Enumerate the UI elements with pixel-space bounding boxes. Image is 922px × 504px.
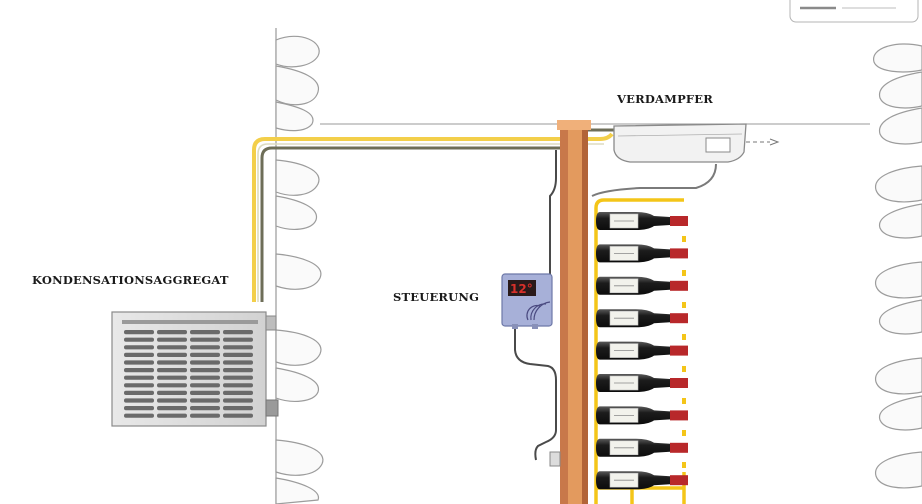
refrigerant-pipe-yellow xyxy=(252,132,614,302)
condenser-fin xyxy=(157,390,187,395)
condenser-fin xyxy=(157,375,187,380)
condenser-fin xyxy=(223,413,253,418)
condenser-fin xyxy=(124,383,154,388)
condenser-fin xyxy=(223,337,253,342)
condenser-fin xyxy=(223,330,253,335)
condenser-fin xyxy=(157,337,187,342)
legend-box xyxy=(789,0,919,23)
wine-bottle xyxy=(596,276,688,295)
condenser-fin xyxy=(190,360,220,365)
controller-display: 12° xyxy=(510,282,533,296)
left-stone-wall xyxy=(275,35,324,504)
wine-bottle xyxy=(596,374,688,392)
condenser-fin xyxy=(157,368,187,373)
condensing-unit-fins xyxy=(124,330,253,418)
condenser-fin xyxy=(190,406,220,411)
condenser-fin xyxy=(157,406,187,411)
sensor-connector xyxy=(549,451,561,467)
wine-bottle xyxy=(596,244,688,263)
condenser-fin xyxy=(124,375,154,380)
condenser-fin xyxy=(223,345,253,350)
condenser-fin xyxy=(124,390,154,395)
wine-bottle xyxy=(596,406,688,425)
controller-unit: 12° xyxy=(501,273,553,329)
condenser-fin xyxy=(223,375,253,380)
condenser-fin xyxy=(124,345,154,350)
condenser-fin xyxy=(157,360,187,365)
condenser-fin xyxy=(190,345,220,350)
condenser-fin xyxy=(124,360,154,365)
evaporator-unit xyxy=(613,123,780,163)
signal-icon xyxy=(526,301,551,321)
wine-bottle xyxy=(596,309,688,328)
condenser-fin xyxy=(124,368,154,373)
condenser-fin xyxy=(223,383,253,388)
condenser-fin xyxy=(124,398,154,403)
controller-cable-bottom xyxy=(514,329,557,461)
condenser-fin xyxy=(190,330,220,335)
condenser-fin xyxy=(124,352,154,357)
condenser-fin xyxy=(223,390,253,395)
condenser-fin xyxy=(124,413,154,418)
condenser-fin xyxy=(223,360,253,365)
condenser-fin xyxy=(190,383,220,388)
condenser-fin xyxy=(190,398,220,403)
right-stone-wall xyxy=(873,43,922,489)
condenser-fin xyxy=(190,375,220,380)
condenser-fin xyxy=(157,330,187,335)
condenser-fin xyxy=(124,337,154,342)
condenser-fin xyxy=(157,383,187,388)
condenser-fin xyxy=(124,406,154,411)
condenser-fin xyxy=(223,406,253,411)
controller-label: STEUERUNG xyxy=(393,290,480,304)
condenser-fin xyxy=(157,345,187,350)
condenser-fin xyxy=(124,330,154,335)
refrigerant-pipe-light xyxy=(257,143,604,302)
evaporator-label: VERDAMPFER xyxy=(617,92,714,106)
condensing-unit-label: KONDENSATIONSAGGREGAT xyxy=(32,273,229,287)
wooden-wall xyxy=(557,120,591,504)
condenser-fin xyxy=(190,368,220,373)
condenser-fin xyxy=(190,337,220,342)
condensing-unit xyxy=(111,311,279,427)
wine-bottle xyxy=(596,212,688,230)
wine-bottle xyxy=(596,438,688,457)
condenser-fin xyxy=(223,352,253,357)
condenser-fin xyxy=(157,398,187,403)
wine-bottle xyxy=(596,471,688,490)
wine-bottle xyxy=(596,341,688,360)
evaporator-drain-hose xyxy=(591,163,717,197)
condenser-fin xyxy=(223,368,253,373)
condenser-fin xyxy=(157,352,187,357)
condenser-fin xyxy=(223,398,253,403)
condenser-fin xyxy=(190,352,220,357)
condenser-fin xyxy=(157,413,187,418)
condenser-fin xyxy=(190,390,220,395)
condenser-fin xyxy=(190,413,220,418)
wine-bottles xyxy=(596,212,688,490)
